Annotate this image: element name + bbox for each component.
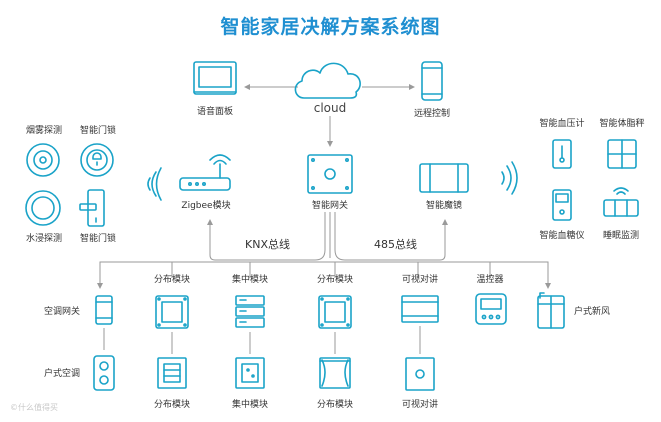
smoke-detector-label: 烟雾探测 [25,126,63,136]
glucose-meter-label: 智能血糖仪 [539,231,585,241]
sleep-monitor-label: 睡眠监测 [602,231,640,241]
central-module-top-icon [235,295,265,328]
smoke-detector-icon [26,143,60,177]
smart-lock-handle-icon [79,189,105,227]
video-intercom-bottom-icon [405,357,435,391]
ac-gateway-icon [95,295,113,325]
dist-module-top-1-label: 分布模块 [153,275,191,285]
wifi-waves-left-icon [147,167,162,201]
dist-module-bottom-2-label: 分布模块 [316,400,354,410]
bp-meter-icon [552,139,572,169]
video-intercom-bottom-label: 可视对讲 [401,400,439,410]
rs485-bus-label: 485总线 [374,238,417,251]
phone-icon [421,61,443,101]
central-module-bottom-icon [235,357,265,389]
ac-unit-label: 户式空调 [44,369,81,379]
glucose-meter-icon [552,189,572,221]
body-fat-scale-label: 智能体脂秤 [599,119,645,129]
cloud-label: cloud [313,101,347,115]
body-fat-scale-icon [607,139,637,169]
dist-module-bottom-1-icon [157,357,187,389]
gateway-icon [307,154,353,194]
dist-module-top-1-icon [155,295,189,329]
wifi-waves-right-icon [501,161,518,195]
dist-module-top-2-icon [318,295,352,329]
fresh-air-icon [537,292,565,329]
video-intercom-top-icon [401,295,439,323]
water-detector-label: 水浸探测 [25,234,63,244]
bp-meter-label: 智能血压计 [539,119,585,129]
dist-module-bottom-1-label: 分布模块 [153,400,191,410]
thermostat-icon [475,293,507,325]
fresh-air-label: 户式新风 [574,307,611,317]
smart-lock-b-label: 智能门锁 [79,234,117,244]
watermark: ©什么值得买 [10,403,58,412]
smart-lock-a-label: 智能门锁 [79,126,117,136]
dist-module-top-2-label: 分布模块 [316,275,354,285]
remote-control-label: 远程控制 [413,109,451,119]
connector-knx-zigbee [207,212,326,261]
diagram-title: 智能家居决解方案系统图 [220,16,441,38]
knx-bus-label: KNX总线 [245,238,290,251]
voice-panel-label: 语音面板 [196,107,234,117]
voice-panel-icon [193,61,237,95]
ac-gateway-label: 空调网关 [44,307,81,317]
central-module-top-label: 集中模块 [231,275,269,285]
zigbee-module-label: Zigbee模块 [181,201,231,211]
connectors [97,84,551,354]
cloud-icon [294,62,361,99]
smart-mirror-label: 智能魔镜 [425,201,463,211]
curtain-icon [319,357,351,389]
smart-gateway-label: 智能网关 [311,201,349,211]
video-intercom-top-label: 可视对讲 [401,275,439,285]
sleep-monitor-icon [603,187,639,217]
ac-unit-icon [93,355,115,391]
thermostat-label: 温控器 [476,275,504,285]
water-detector-icon [25,190,61,226]
connector-485-mirror [334,212,448,261]
zigbee-router-icon [179,154,231,191]
central-module-bottom-label: 集中模块 [231,400,269,410]
smart-lock-round-icon [80,143,114,177]
smart-mirror-icon [419,163,469,193]
